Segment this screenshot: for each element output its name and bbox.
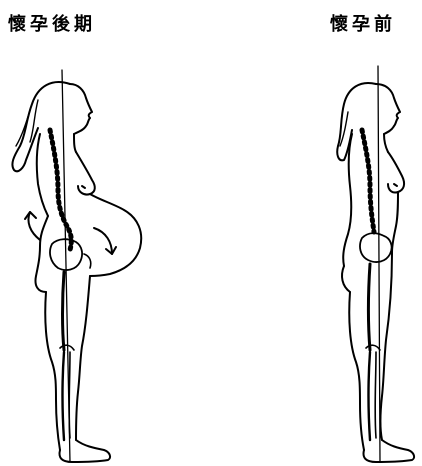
belly-pre <box>392 192 398 252</box>
arrow-front-late <box>94 228 112 254</box>
back-pre <box>343 134 352 266</box>
foot-late <box>60 440 111 462</box>
spine-pre <box>362 130 374 232</box>
leg-front-late <box>76 276 90 440</box>
back-late <box>37 134 48 216</box>
late-pregnancy-figure <box>12 70 141 462</box>
face-late <box>70 84 92 134</box>
leg-back-late <box>45 292 60 450</box>
leg-back-pre <box>349 292 364 450</box>
before-pregnancy-figure <box>337 66 414 462</box>
hair-pre <box>337 83 376 160</box>
belly-late <box>90 194 141 276</box>
face-pre <box>376 84 400 134</box>
foot-pre <box>364 440 415 462</box>
spine-late <box>50 130 71 250</box>
hair-late <box>12 82 70 171</box>
pelvis-pre <box>360 233 392 262</box>
lower-back-late <box>35 216 48 292</box>
leg-front-pre <box>381 252 393 440</box>
femur-late <box>63 272 65 350</box>
plumb-line-pre <box>378 66 380 462</box>
femur-pre <box>369 264 371 350</box>
